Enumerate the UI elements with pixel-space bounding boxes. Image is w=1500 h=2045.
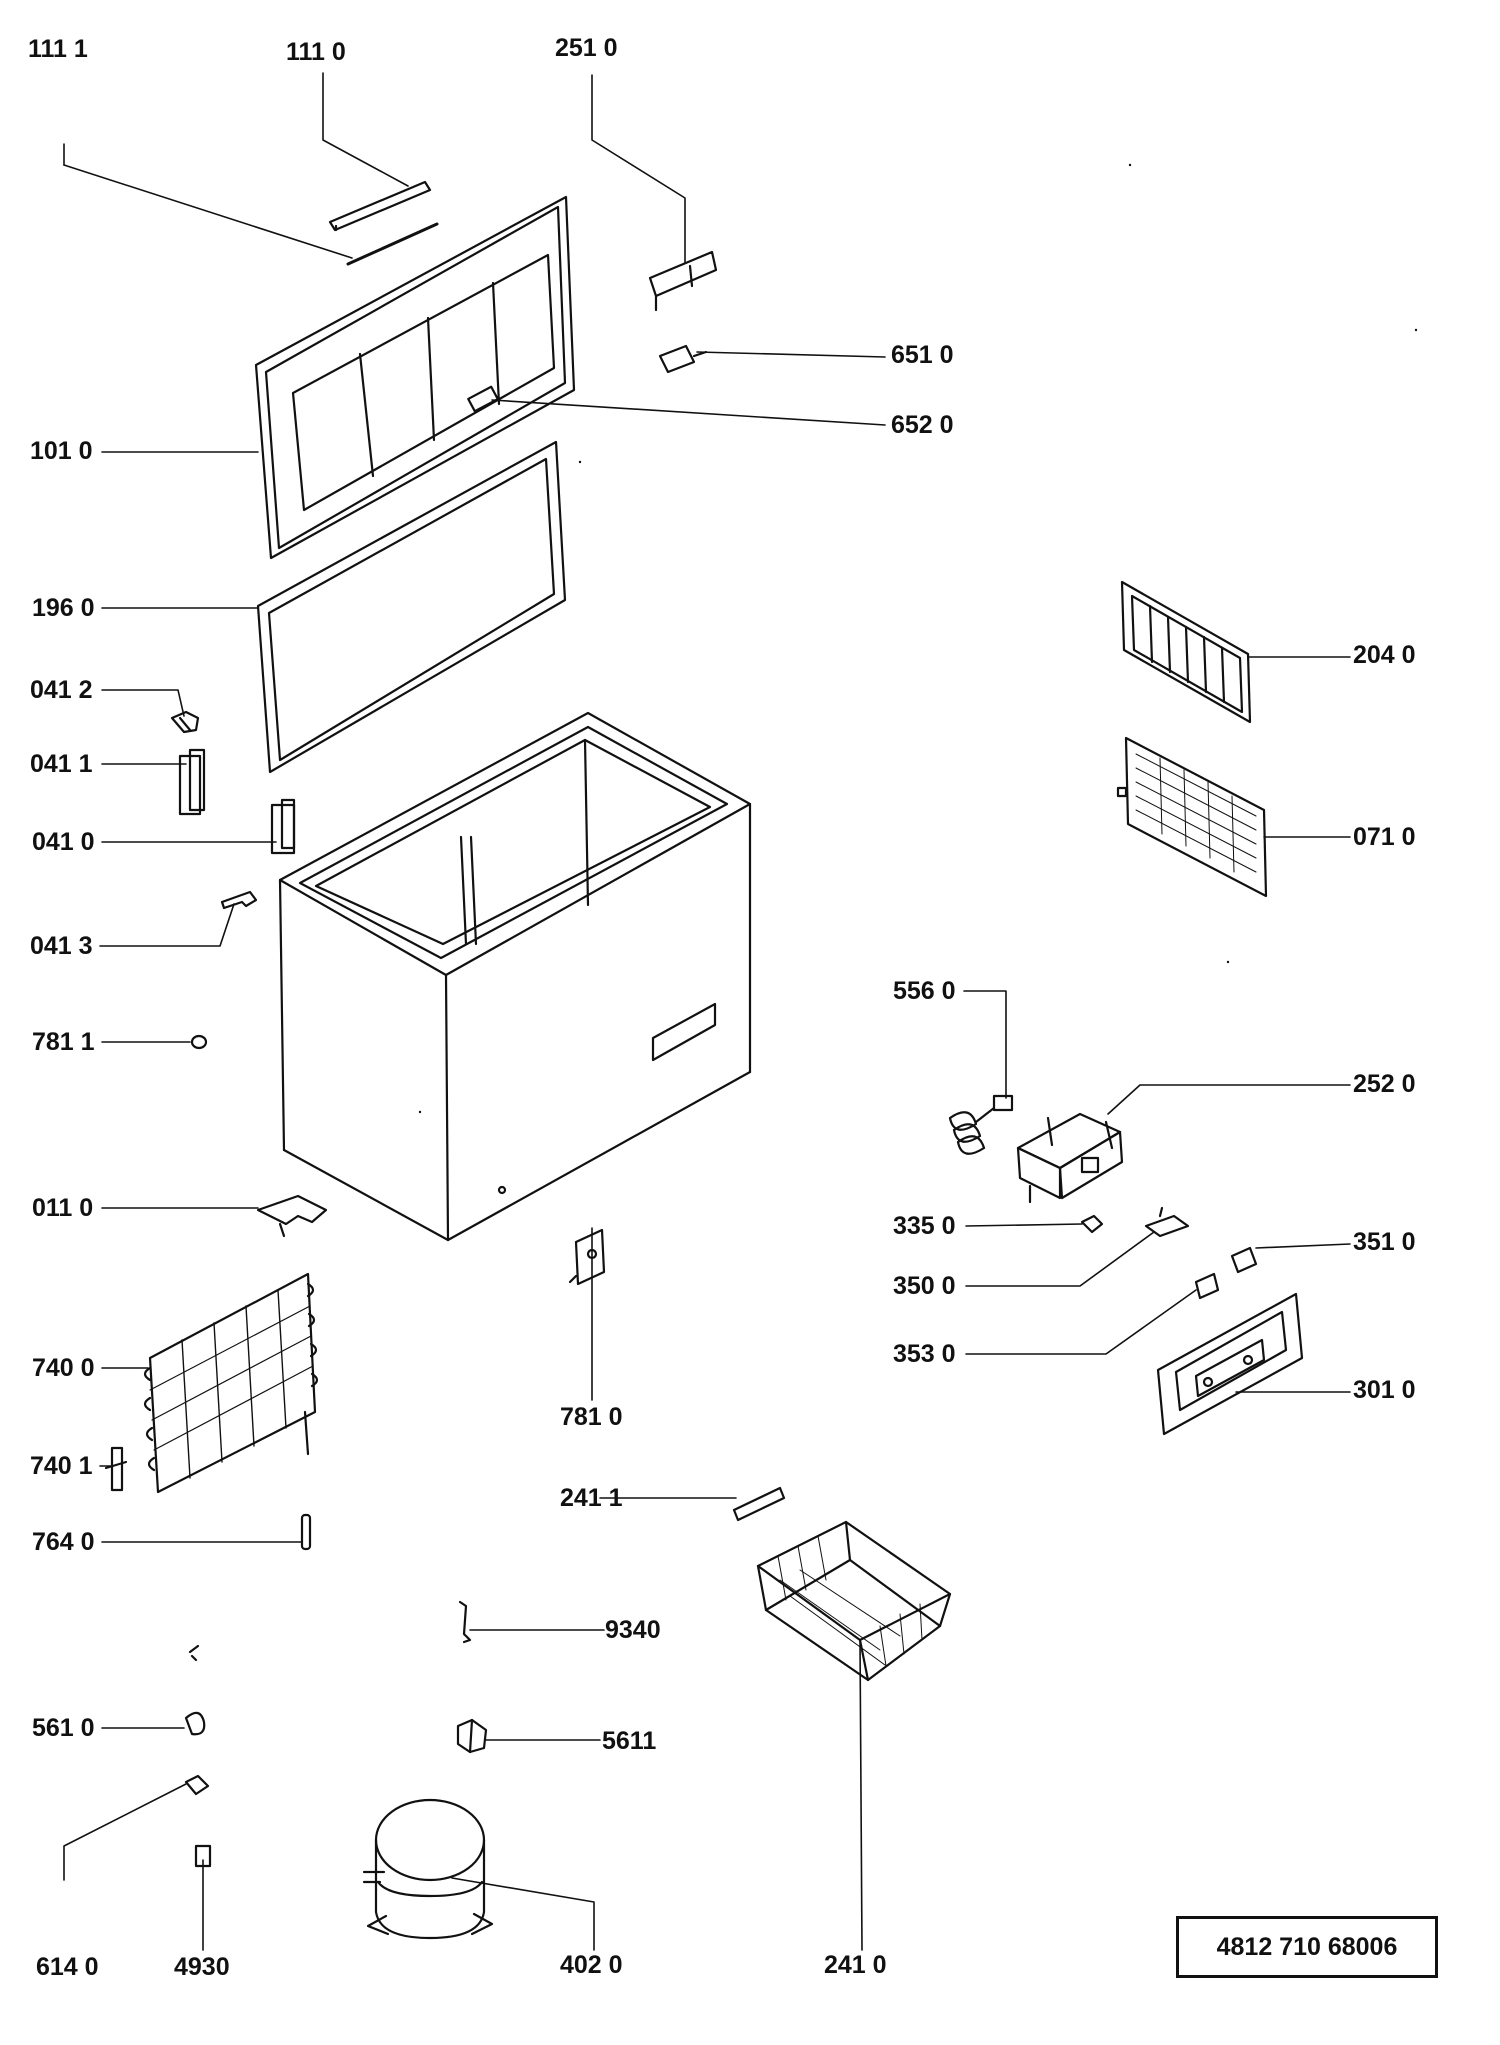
- clip-part-561-0: [184, 1711, 206, 1736]
- grille-part-071-0: [1116, 736, 1268, 898]
- hinge-part-041-0: [270, 798, 296, 855]
- basket-part-241-0: [756, 1520, 952, 1682]
- lamp-part-651-0: [658, 344, 708, 374]
- hinge-part-041-3: [220, 890, 258, 910]
- bracket-part-011-0: [256, 1194, 328, 1238]
- control-panel-part-301-0: [1156, 1292, 1304, 1436]
- label-652-0: 652 0: [891, 411, 954, 439]
- screw-part: [188, 1644, 200, 1662]
- basket-clip-part-241-1: [732, 1486, 786, 1522]
- label-335-0: 335 0: [893, 1212, 956, 1240]
- label-561-0: 561 0: [32, 1714, 95, 1742]
- lid-strip-part-111-1: [346, 222, 439, 266]
- label-556-0: 556 0: [893, 977, 956, 1005]
- label-041-2: 041 2: [30, 676, 93, 704]
- leader-lines: [63, 72, 1351, 1951]
- grille-part-204-0: [1120, 580, 1252, 724]
- label-204-0: 204 0: [1353, 641, 1416, 669]
- label-041-1: 041 1: [30, 750, 93, 778]
- label-781-0: 781 0: [560, 1403, 623, 1431]
- part-614-0: [184, 1774, 210, 1796]
- label-101-0: 101 0: [30, 437, 93, 465]
- document-number-box: 4812 710 68006: [1176, 1916, 1438, 1978]
- clip-part-740-1: [104, 1446, 128, 1492]
- lid-part-101-0: [254, 195, 576, 560]
- label-111-0: 111 0: [286, 38, 346, 66]
- label-651-0: 651 0: [891, 341, 954, 369]
- label-241-1: 241 1: [560, 1484, 623, 1512]
- label-041-3: 041 3: [30, 932, 93, 960]
- foot-part-781-0: [568, 1228, 606, 1286]
- lid-handle-part-111-0: [328, 180, 432, 232]
- condenser-part-740-0: [143, 1272, 319, 1494]
- scan-dots: [418, 163, 1418, 1114]
- label-614-0: 614 0: [36, 1953, 99, 1981]
- spring-part-556-0: [948, 1094, 1014, 1155]
- label-5611: 5611: [602, 1727, 657, 1755]
- label-350-0: 350 0: [893, 1272, 956, 1300]
- label-351-0: 351 0: [1353, 1228, 1416, 1256]
- hinge-part-251-0: [648, 250, 718, 312]
- label-9340: 9340: [605, 1616, 661, 1644]
- label-071-0: 071 0: [1353, 823, 1416, 851]
- label-353-0: 353 0: [893, 1340, 956, 1368]
- label-740-1: 740 1: [30, 1452, 93, 1480]
- gasket-part-196-0: [256, 440, 567, 774]
- label-252-0: 252 0: [1353, 1070, 1416, 1098]
- knob-part-335-0: [1080, 1214, 1104, 1234]
- indicator-part-353-0: [1194, 1272, 1220, 1300]
- label-4930: 4930: [174, 1953, 230, 1981]
- label-764-0: 764 0: [32, 1528, 95, 1556]
- label-740-0: 740 0: [32, 1354, 95, 1382]
- switch-part-350-0: [1144, 1206, 1190, 1238]
- cabinet-body: [278, 711, 752, 1242]
- relay-part-5611: [456, 1718, 488, 1754]
- label-011-0: 011 0: [32, 1194, 94, 1222]
- label-041-0: 041 0: [32, 828, 95, 856]
- label-251-0: 251 0: [555, 34, 618, 62]
- label-111-1: 111 1: [28, 35, 88, 63]
- label-781-1: 781 1: [32, 1028, 95, 1056]
- lamp-cover-part-351-0: [1230, 1246, 1258, 1274]
- foot-part-781-1: [190, 1034, 208, 1050]
- drier-part-764-0: [300, 1513, 312, 1551]
- label-402-0: 402 0: [560, 1951, 623, 1979]
- hinge-part-041-2: [170, 710, 200, 734]
- compressor-part-402-0: [362, 1798, 494, 1940]
- clip-part-9340: [458, 1600, 472, 1644]
- hinge-part-041-1: [178, 748, 206, 816]
- label-301-0: 301 0: [1353, 1376, 1416, 1404]
- label-196-0: 196 0: [32, 594, 95, 622]
- label-241-0: 241 0: [824, 1951, 887, 1979]
- document-number: 4812 710 68006: [1216, 1932, 1398, 1961]
- thermostat-housing-part-252-0: [1016, 1112, 1124, 1204]
